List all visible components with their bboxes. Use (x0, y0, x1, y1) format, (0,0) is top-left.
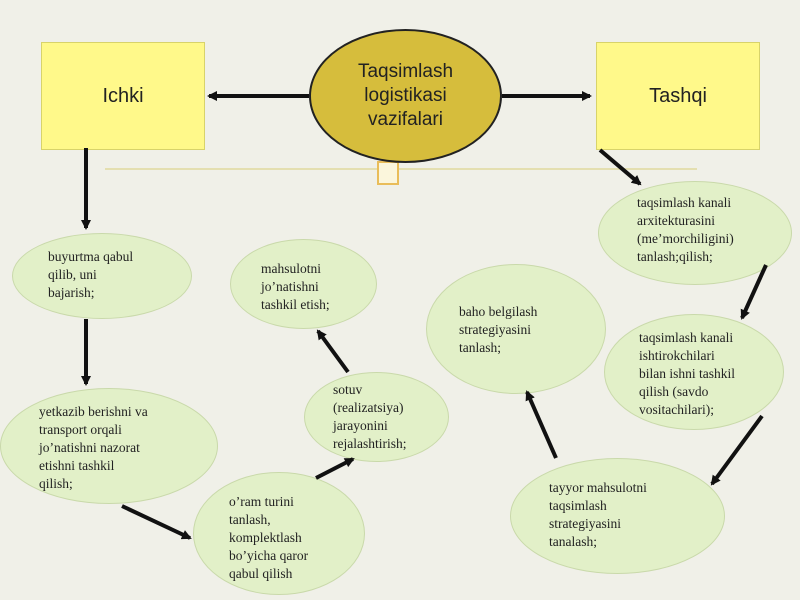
ellipse-yetkazib-text: yetkazib berishni va transport orqali jo… (39, 404, 148, 491)
arrow-oram-to-sotuv (315, 457, 355, 480)
ellipse-oram-text: o’ram turini tanlash, komplektlash bo’yi… (229, 494, 309, 581)
center-ellipse: Taqsimlash logistikasi vazifalari (309, 29, 502, 163)
arrow-kanal-arx-to-kanal-ishtirok (740, 264, 768, 320)
ellipse-baho: baho belgilash strategiyasini tanlash; (426, 264, 606, 394)
ellipse-buyurtma-text: buyurtma qabul qilib, uni bajarish; (48, 249, 134, 300)
ellipse-oram: o’ram turini tanlash, komplektlash bo’yi… (193, 472, 365, 595)
ellipse-mahsulot: mahsulotni jo’natishni tashkil etish; (230, 239, 377, 329)
ellipse-tayyor: tayyor mahsulotni taqsimlash strategiyas… (510, 458, 725, 574)
center-label: Taqsimlash logistikasi vazifalari (357, 61, 454, 130)
ellipse-kanal-arx-text: taqsimlash kanali arxitekturasini (me’mo… (637, 195, 734, 264)
ellipse-buyurtma: buyurtma qabul qilib, uni bajarish; (12, 233, 192, 319)
arrow-sotuv-to-mahsulot (316, 329, 350, 374)
left-box-label: Ichki (102, 84, 144, 107)
ellipse-baho-text: baho belgilash strategiyasini tanlash; (459, 304, 538, 355)
arrow-kanal-ishtirok-to-tayyor (710, 414, 764, 486)
ellipse-mahsulot-text: mahsulotni jo’natishni tashkil etish; (261, 261, 330, 312)
ellipse-tayyor-text: tayyor mahsulotni taqsimlash strategiyas… (549, 480, 647, 549)
arrow-tashqi-to-kanal-arx (598, 148, 642, 186)
right-box-label: Tashqi (649, 84, 707, 107)
ellipse-kanal-ishtirok-text: taqsimlash kanali ishtirokchilari bilan … (639, 330, 735, 417)
arrow-tayyor-to-baho (525, 390, 558, 459)
ellipse-sotuv-text: sotuv (realizatsiya) jarayonini rejalash… (333, 382, 407, 451)
ellipse-kanal-ishtirok: taqsimlash kanali ishtirokchilari bilan … (604, 314, 784, 430)
ellipse-sotuv: sotuv (realizatsiya) jarayonini rejalash… (304, 372, 449, 462)
arrow-yetkazib-to-oram (121, 504, 192, 540)
ellipse-yetkazib: yetkazib berishni va transport orqali jo… (0, 388, 218, 504)
ellipse-kanal-arx: taqsimlash kanali arxitekturasini (me’mo… (598, 181, 792, 285)
top-divider-line (105, 168, 697, 170)
right-box-tashqi: Tashqi (596, 42, 760, 150)
left-box-ichki: Ichki (41, 42, 205, 150)
